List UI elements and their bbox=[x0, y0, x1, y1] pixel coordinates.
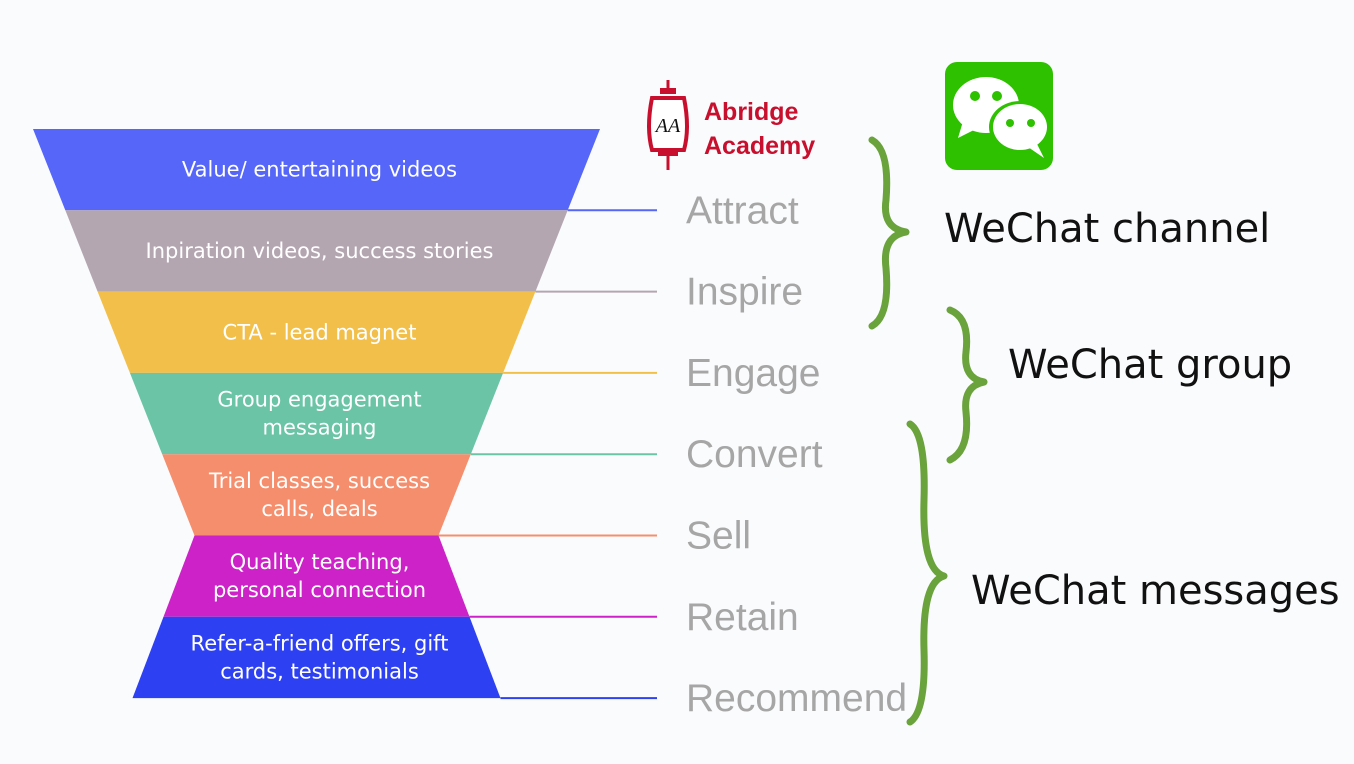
stage-labels: AttractInspireEngageConvertSellRetainRec… bbox=[686, 189, 907, 720]
stage-label-inspire: Inspire bbox=[686, 271, 803, 314]
stage-label-sell: Sell bbox=[686, 515, 751, 558]
funnel-layer-text: Quality teaching, bbox=[230, 550, 410, 574]
channel-label-wechat-channel: WeChat channel bbox=[944, 206, 1270, 252]
channel-label-wechat-messages: WeChat messages bbox=[971, 568, 1340, 614]
stage-label-retain: Retain bbox=[686, 596, 799, 639]
stage-label-recommend: Recommend bbox=[686, 677, 907, 720]
lantern-icon: AA bbox=[647, 80, 689, 170]
brace-wechat-messages bbox=[906, 420, 948, 726]
funnel-layer-text: Refer-a-friend offers, gift bbox=[191, 631, 449, 655]
funnel-layer-text: personal connection bbox=[213, 578, 426, 602]
funnel-layer-retain bbox=[163, 535, 470, 617]
funnel-layer-text: messaging bbox=[263, 416, 377, 440]
funnel-layer-text: Inpiration videos, success stories bbox=[146, 239, 494, 263]
brace-wechat-channel bbox=[868, 136, 910, 330]
funnel-layer-text: calls, deals bbox=[261, 497, 377, 521]
funnel-layer-sell bbox=[162, 454, 471, 536]
funnel-layer-attract bbox=[33, 129, 600, 211]
funnel-layer-text: cards, testimonials bbox=[220, 659, 419, 683]
funnel-layer-recommend bbox=[132, 616, 501, 699]
funnel-layer-text: CTA - lead magnet bbox=[223, 320, 417, 344]
logo-emblem-text: AA bbox=[654, 115, 681, 137]
funnel-layer-text: Trial classes, success bbox=[208, 469, 430, 493]
funnel-layer-inspire bbox=[65, 210, 568, 292]
funnel-layer-text: Value/ entertaining videos bbox=[182, 158, 457, 182]
brace-wechat-group bbox=[946, 306, 988, 464]
channel-label-wechat-group: WeChat group bbox=[1008, 342, 1292, 388]
stage-label-engage: Engage bbox=[686, 352, 820, 395]
funnel-layer-text: Group engagement bbox=[217, 388, 421, 412]
logo-line-1: Abridge bbox=[704, 98, 799, 126]
abridge-academy-logo: AA Abridge Academy bbox=[647, 80, 815, 170]
stage-connectors bbox=[438, 209, 657, 700]
stage-label-attract: Attract bbox=[686, 189, 799, 232]
funnel-layer-convert bbox=[129, 372, 504, 455]
wechat-icon bbox=[945, 62, 1053, 170]
logo-line-2: Academy bbox=[704, 132, 815, 160]
stage-label-convert: Convert bbox=[686, 433, 823, 476]
funnel-layer-engage bbox=[97, 291, 536, 373]
